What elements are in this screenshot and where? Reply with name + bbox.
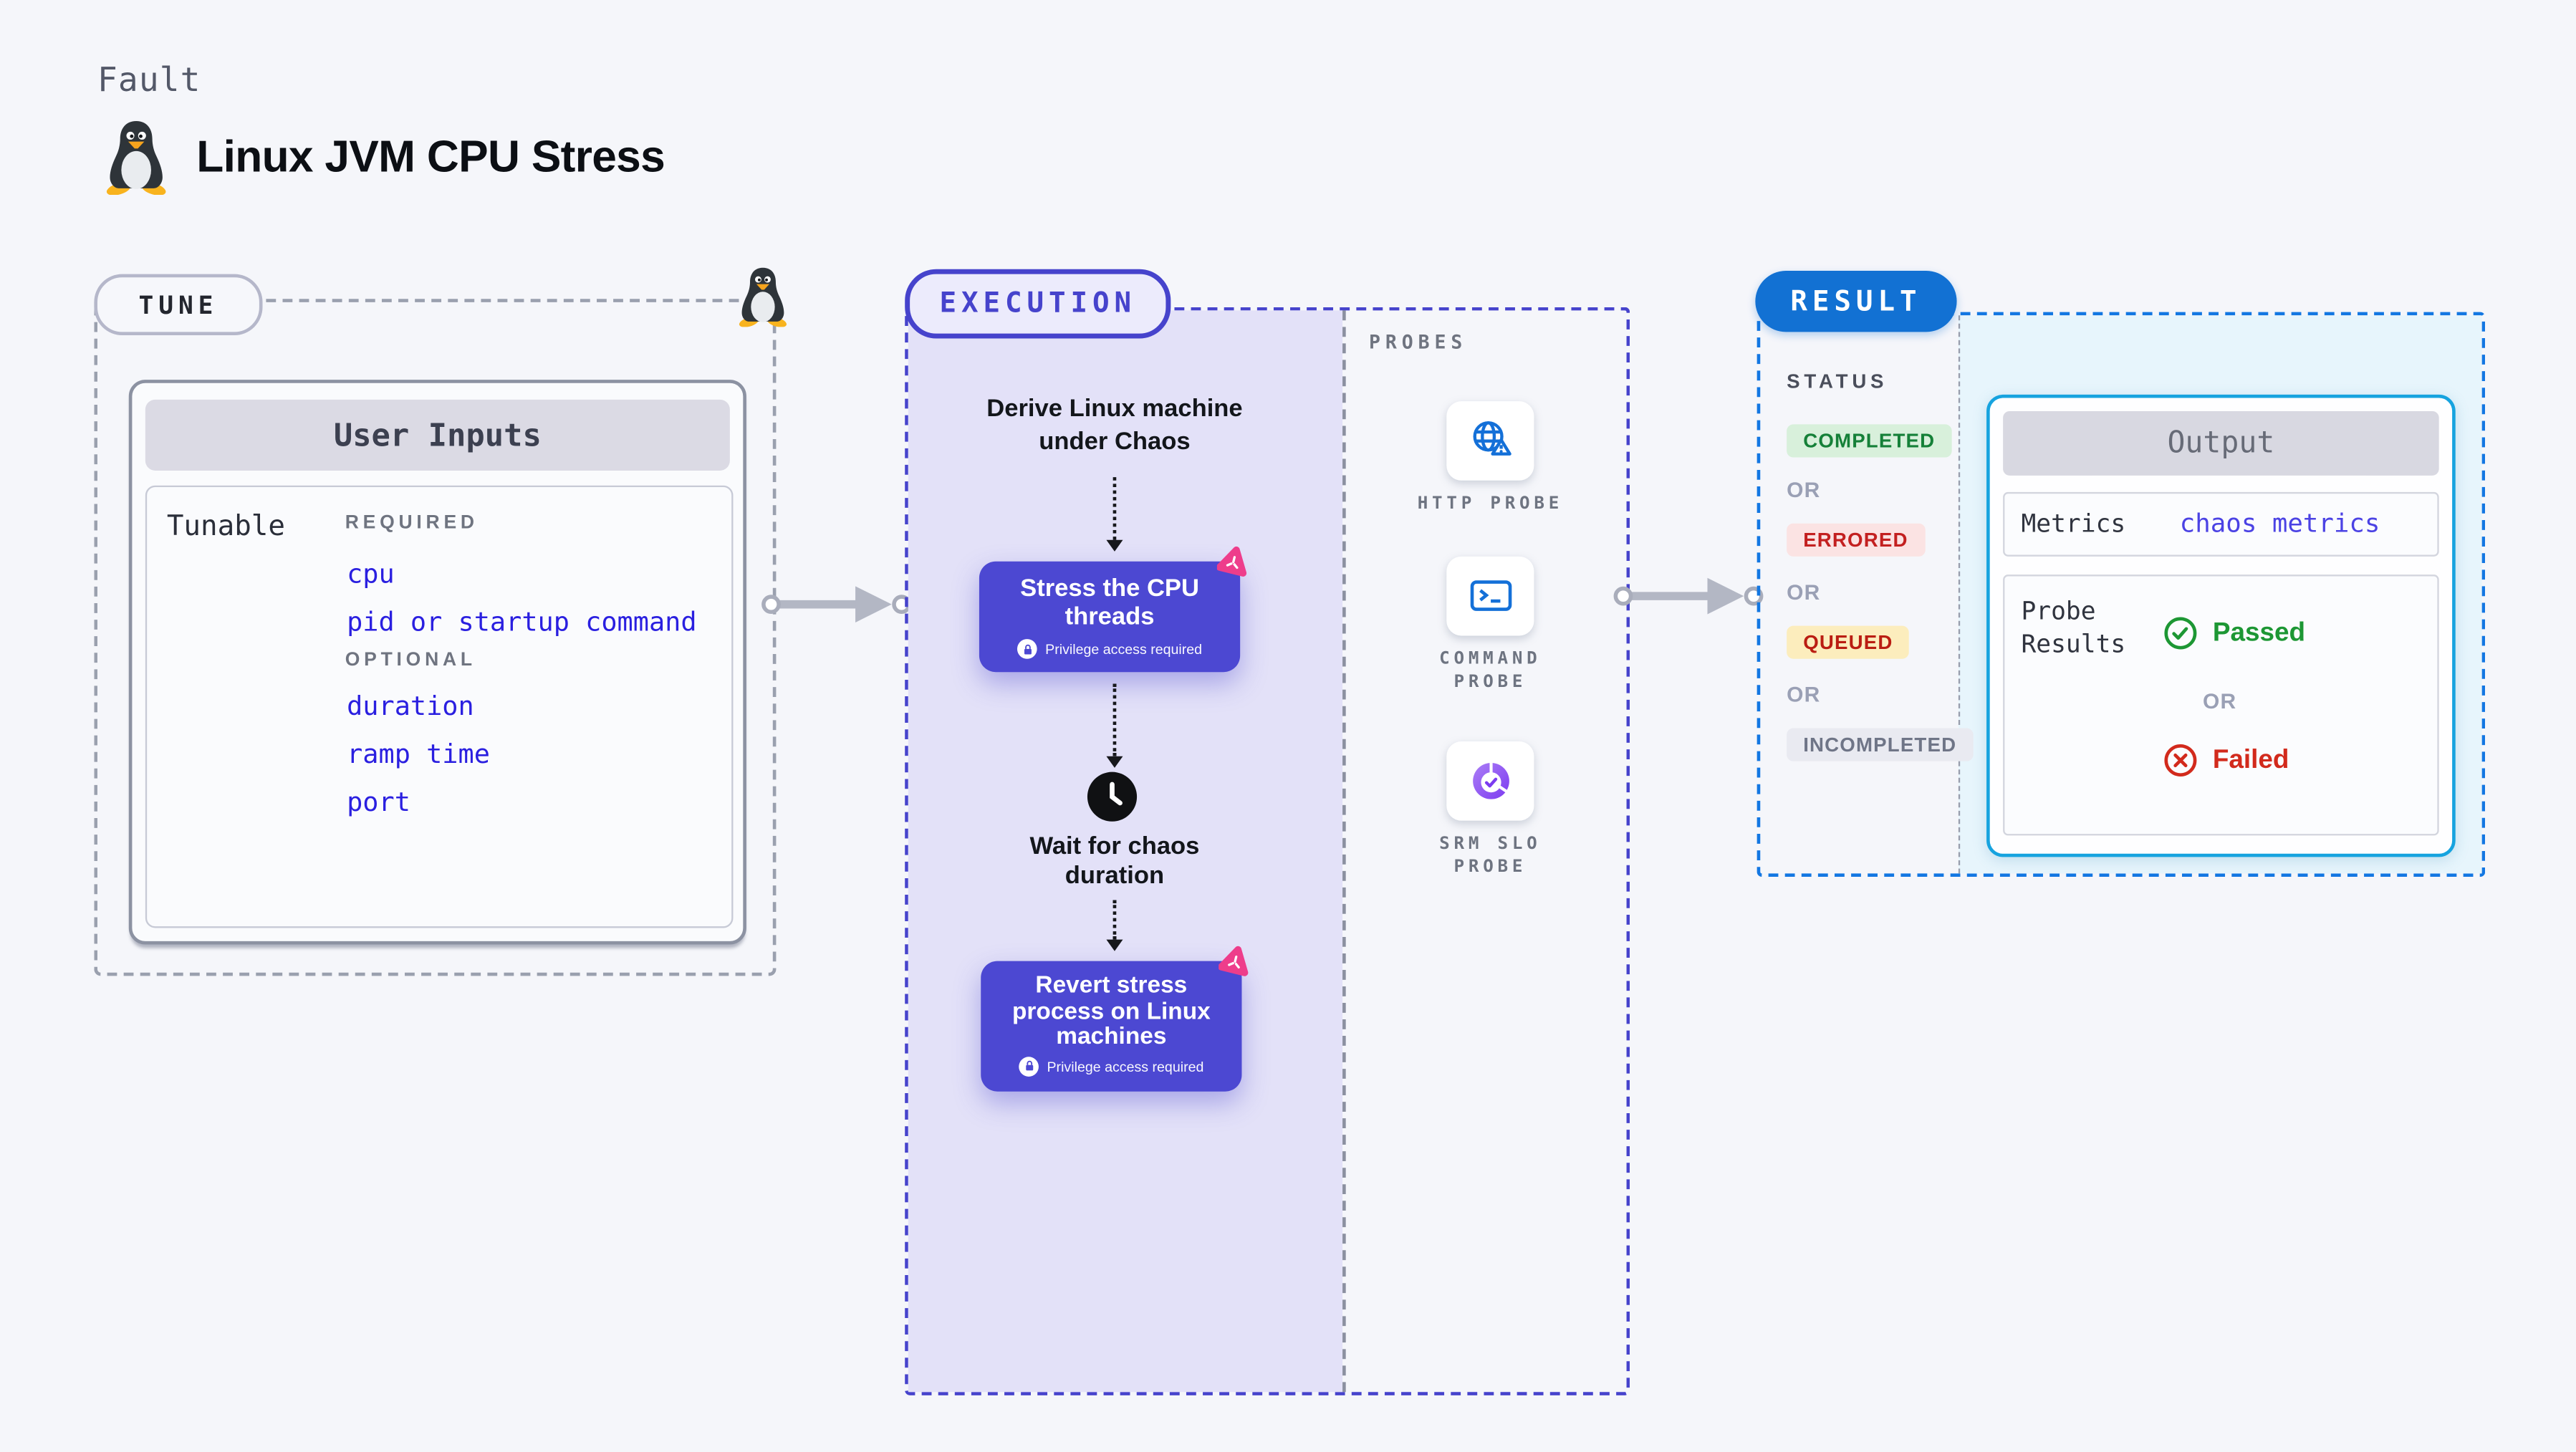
status-badge-queued: QUEUED <box>1787 625 1910 659</box>
probes-panel: PROBES <box>1342 310 1625 1393</box>
http-probe-label: HTTP PROBE <box>1417 494 1564 514</box>
wait-duration-label: Wait for chaos duration <box>1029 832 1200 890</box>
arrow-down-dotted-icon <box>1105 477 1123 552</box>
chaos-metrics-link[interactable]: chaos metrics <box>2179 508 2380 539</box>
linux-penguin-icon <box>106 121 166 196</box>
clock-icon <box>1087 771 1138 822</box>
arrow-down-dotted-icon <box>1105 900 1123 951</box>
arrow-down-dotted-icon <box>1105 683 1123 768</box>
output-card: Output Metrics chaos metrics Probe Resul… <box>1986 394 2456 857</box>
arrow-right-icon <box>1613 577 1764 615</box>
derive-machine-label: Derive Linux machine under Chaos <box>986 394 1243 456</box>
optional-group-label: OPTIONAL <box>345 650 476 670</box>
chaos-icon <box>1219 946 1249 976</box>
result-badge: RESULT <box>1755 271 1957 332</box>
command-probe-label: COMMAND PROBE <box>1439 648 1542 691</box>
tune-section <box>94 299 777 976</box>
tunables-panel: Tunable REQUIRED cpu pid or startup comm… <box>145 485 734 928</box>
required-group-label: REQUIRED <box>345 513 479 534</box>
linux-penguin-icon <box>739 267 787 327</box>
probe-results-row: Probe Results Passed OR Failed <box>2003 574 2439 836</box>
metrics-row: Metrics chaos metrics <box>2003 491 2439 557</box>
user-inputs-card: User Inputs Tunable REQUIRED cpu pid or … <box>128 380 746 945</box>
x-circle-icon <box>2164 744 2197 777</box>
chaos-icon <box>1216 546 1247 577</box>
status-badge-incompleted: INCOMPLETED <box>1787 728 1974 761</box>
revert-stress-step: Revert stress process on Linux machines … <box>981 961 1242 1092</box>
or-separator: OR <box>1787 682 1821 707</box>
command-probe-card <box>1446 556 1534 636</box>
probe-results-label: Probe Results <box>2021 596 2126 658</box>
failed-label: Failed <box>2212 745 2289 774</box>
metrics-label: Metrics <box>2021 508 2126 539</box>
srm-slo-probe-label: SRM SLO PROBE <box>1439 834 1542 876</box>
srm-slo-probe-card <box>1446 741 1534 821</box>
probe-passed-row: Passed <box>2163 616 2305 650</box>
tunable-link-port[interactable]: port <box>347 786 410 818</box>
or-separator: OR <box>1787 477 1821 502</box>
probes-heading: PROBES <box>1368 330 1468 354</box>
terminal-icon <box>1469 580 1512 611</box>
execution-flow-area <box>908 310 1343 1393</box>
status-badge-completed: COMPLETED <box>1787 424 1952 458</box>
globe-alert-icon <box>1472 421 1511 456</box>
stress-cpu-step: Stress the CPU threads Privilege access … <box>979 561 1241 673</box>
http-probe-card <box>1446 401 1534 481</box>
check-circle-icon <box>2164 617 2197 650</box>
tunable-link-ramp-time[interactable]: ramp time <box>347 738 490 770</box>
lock-icon <box>1017 639 1037 659</box>
page-title: Linux JVM CPU Stress <box>196 132 665 182</box>
privilege-note: Privilege access required <box>1047 1057 1204 1074</box>
passed-label: Passed <box>2212 618 2306 647</box>
execution-section: PROBES <box>905 307 1630 1395</box>
status-badge-errored: ERRORED <box>1787 523 1925 557</box>
probe-failed-row: Failed <box>2163 743 2289 777</box>
slo-donut-icon <box>1472 762 1509 799</box>
or-separator: OR <box>1787 580 1821 605</box>
or-separator: OR <box>2203 688 2237 713</box>
status-heading: STATUS <box>1787 370 1888 393</box>
privilege-note: Privilege access required <box>1045 640 1203 658</box>
lock-icon <box>1019 1056 1039 1076</box>
stress-cpu-step-label: Stress the CPU threads <box>1020 574 1199 630</box>
execution-badge: EXECUTION <box>905 269 1171 339</box>
user-inputs-title: User Inputs <box>145 399 730 471</box>
tunable-row-label: Tunable <box>166 510 285 544</box>
tunable-link-pid-or-startup-command[interactable]: pid or startup command <box>347 605 697 638</box>
tunable-link-cpu[interactable]: cpu <box>347 558 395 590</box>
output-title: Output <box>2003 410 2439 476</box>
revert-stress-step-label: Revert stress process on Linux machines <box>1011 972 1211 1051</box>
tunable-link-duration[interactable]: duration <box>347 690 474 722</box>
arrow-right-icon <box>761 586 911 623</box>
tune-badge: TUNE <box>94 274 263 335</box>
fault-eyebrow: Fault <box>97 59 201 100</box>
